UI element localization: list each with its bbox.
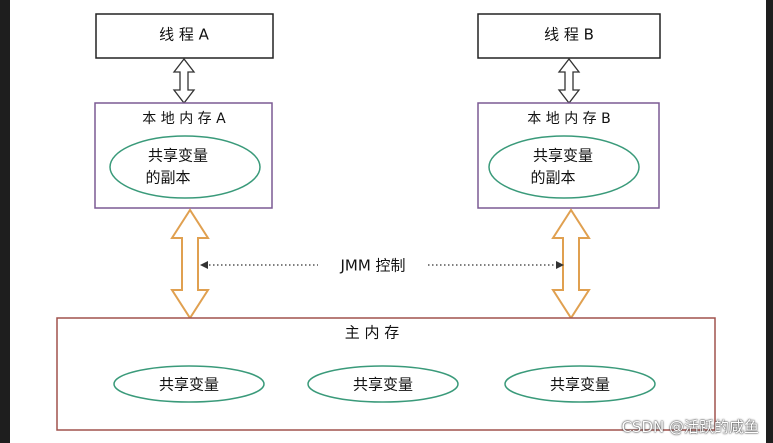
thread-b-label: 线 程 B: [544, 26, 594, 44]
jmm-arrowhead-right: [556, 261, 564, 269]
shared-var-1-ellipse: [113, 365, 265, 403]
shared-var-3-ellipse: [504, 365, 656, 403]
thread-a-box: [95, 13, 274, 59]
jmm-arrowhead-left: [200, 261, 208, 269]
local-memory-a-label: 本 地 内 存 A: [142, 111, 226, 127]
thread-a-label: 线 程 A: [159, 26, 210, 44]
copy-b-ellipse: [488, 135, 640, 199]
thread-b-box: [477, 13, 661, 59]
shared-var-3-label: 共享变量: [550, 376, 610, 394]
copy-a-line1: 共享变量: [148, 147, 208, 165]
copy-a-line2: 的副本: [145, 169, 190, 187]
main-memory-label: 主 内 存: [345, 324, 400, 342]
copy-b-line2: 的副本: [530, 169, 575, 187]
jmm-control-label: JMM 控制: [339, 257, 405, 275]
thread-a-double-arrow: [172, 57, 196, 105]
shared-var-1-label: 共享变量: [159, 376, 219, 394]
shared-var-2-ellipse: [307, 365, 459, 403]
csdn-watermark: CSDN @活跃的咸鱼: [621, 418, 759, 436]
thread-b-double-arrow: [557, 57, 581, 105]
copy-b-line1: 共享变量: [533, 147, 593, 165]
copy-a-ellipse: [109, 135, 261, 199]
local-memory-b-label: 本 地 内 存 B: [527, 111, 610, 127]
shared-var-2-label: 共享变量: [353, 376, 413, 394]
